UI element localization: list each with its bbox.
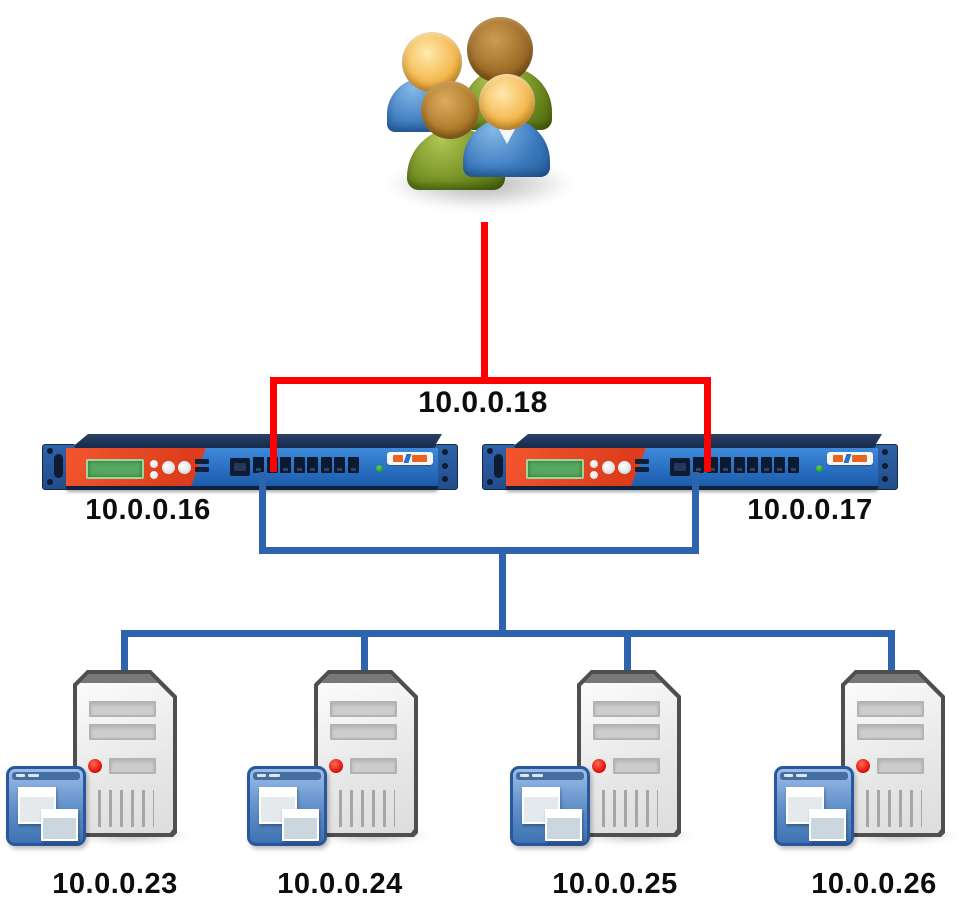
server-trunk-vertical	[499, 547, 506, 637]
server-chassis	[314, 670, 418, 837]
server-chassis	[73, 670, 177, 837]
ethernet-port-row	[693, 457, 799, 473]
usb-port-icon	[635, 467, 649, 472]
drive-bay	[613, 758, 660, 774]
panel-button	[590, 460, 598, 468]
drive-bay	[877, 758, 924, 774]
vip-drop-left	[270, 377, 277, 472]
panel-button	[590, 471, 598, 479]
vent-grill	[339, 790, 395, 827]
server-2-ip-label: 10.0.0.24	[277, 868, 403, 900]
server-top-cap	[318, 674, 414, 683]
power-led-icon	[329, 759, 343, 773]
console-port-icon	[230, 458, 250, 476]
vip-bus-horizontal	[270, 377, 711, 384]
server-3-drop	[624, 630, 631, 674]
status-led-icon	[376, 465, 383, 472]
drive-bay	[593, 701, 660, 717]
panel-button	[602, 461, 615, 474]
status-led-icon	[816, 465, 823, 472]
server-chassis	[577, 670, 681, 837]
server-2-drop	[361, 630, 368, 674]
panel-button	[618, 461, 631, 474]
power-led-icon	[88, 759, 102, 773]
application-window-icon	[6, 766, 86, 846]
load-balancer-1-ip-label: 10.0.0.16	[85, 494, 211, 526]
lb2-downlink	[692, 472, 699, 554]
appliance-base	[66, 486, 438, 490]
server-1-drop	[121, 630, 128, 674]
drive-bay	[330, 724, 397, 740]
server-tower-icon	[774, 670, 958, 860]
lb1-downlink	[259, 472, 266, 554]
drive-bay	[857, 701, 924, 717]
server-tower-icon	[247, 670, 431, 860]
server-bus-horizontal	[121, 630, 895, 637]
usb-port-icon	[195, 459, 209, 464]
load-balancer-2-ip-label: 10.0.0.17	[747, 494, 873, 526]
console-port-icon	[670, 458, 690, 476]
application-window-icon	[510, 766, 590, 846]
drive-bay	[89, 701, 156, 717]
server-tower-icon	[6, 670, 190, 860]
panel-button	[162, 461, 175, 474]
load-balancer-appliance-icon	[40, 430, 460, 492]
user-head-gold-front	[479, 74, 535, 130]
power-led-icon	[592, 759, 606, 773]
ethernet-port-row	[253, 457, 359, 473]
drive-bay	[857, 724, 924, 740]
drive-bay	[593, 724, 660, 740]
drive-bay	[89, 724, 156, 740]
user-head-brown	[467, 17, 533, 83]
lcd-display	[86, 459, 144, 479]
vent-grill	[98, 790, 154, 827]
vent-grill	[602, 790, 658, 827]
server-tower-icon	[510, 670, 694, 860]
vendor-logo-icon	[387, 452, 433, 465]
server-top-cap	[77, 674, 173, 683]
panel-button	[150, 471, 158, 479]
usb-port-icon	[635, 459, 649, 464]
vip-drop-right	[704, 377, 711, 472]
server-4-ip-label: 10.0.0.26	[811, 868, 937, 900]
appliance-front-panel	[66, 448, 438, 486]
lb-bus-horizontal	[259, 547, 699, 554]
application-window-icon	[774, 766, 854, 846]
drive-bay	[330, 701, 397, 717]
vendor-logo-icon	[827, 452, 873, 465]
server-top-cap	[581, 674, 677, 683]
usb-port-icon	[195, 467, 209, 472]
drive-bay	[350, 758, 397, 774]
user-group-icon	[375, 8, 585, 210]
user-head-bronze	[421, 81, 479, 139]
vip-ip-label: 10.0.0.18	[418, 386, 548, 419]
server-top-cap	[845, 674, 941, 683]
appliance-front-panel	[506, 448, 878, 486]
vent-grill	[866, 790, 922, 827]
appliance-top-bevel	[510, 434, 882, 449]
appliance-top-bevel	[70, 434, 442, 449]
application-window-icon	[247, 766, 327, 846]
power-led-icon	[856, 759, 870, 773]
rack-ear-icon	[874, 444, 898, 490]
panel-button	[178, 461, 191, 474]
server-1-ip-label: 10.0.0.23	[52, 868, 178, 900]
server-3-ip-label: 10.0.0.25	[552, 868, 678, 900]
lcd-display	[526, 459, 584, 479]
server-chassis	[841, 670, 945, 837]
load-balancer-appliance-icon	[480, 430, 900, 492]
server-4-drop	[888, 630, 895, 674]
panel-button	[150, 460, 158, 468]
client-link-vertical	[481, 222, 488, 384]
drive-bay	[109, 758, 156, 774]
